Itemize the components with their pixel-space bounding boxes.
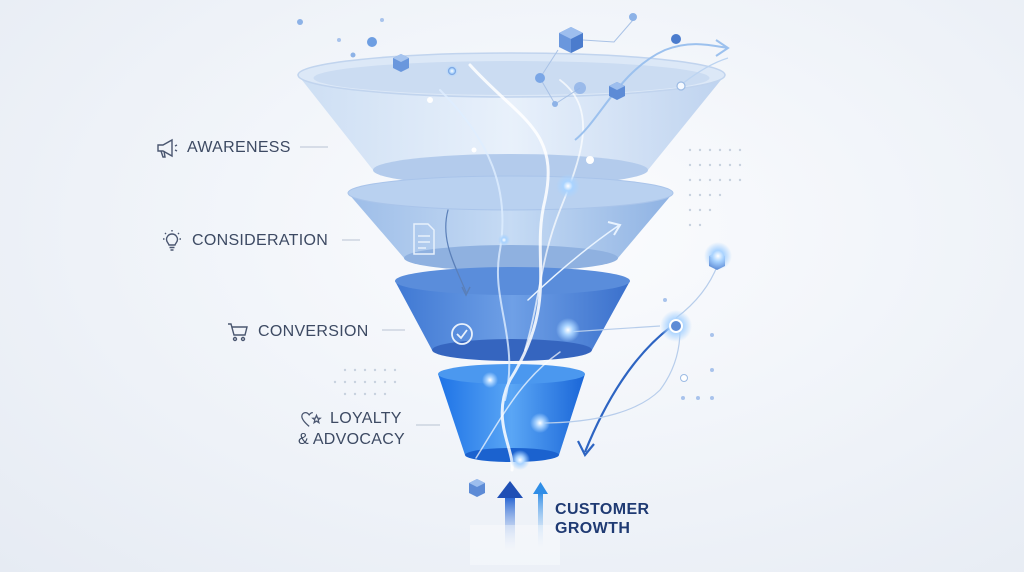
cube-nodes (393, 27, 725, 497)
node-dots (297, 13, 714, 400)
stage-label-text-line2: & ADVOCACY (298, 431, 406, 448)
stage-label-text: CONSIDERATION (192, 232, 329, 249)
stage-label-awareness: AWARENESS (155, 136, 291, 160)
cube-icon (609, 82, 625, 100)
arrowhead-up-right (607, 221, 622, 236)
stage-label-text-line1: LOYALTY (330, 410, 402, 427)
megaphone-icon (157, 138, 178, 158)
growth-line2: GROWTH (555, 520, 631, 537)
arrowhead-down-small (461, 286, 471, 297)
flow-streams (439, 63, 619, 472)
checkmark-icon (451, 323, 473, 345)
funnel-tier-consideration (347, 175, 674, 271)
heart-star-icon (301, 411, 322, 427)
cube-icon (469, 479, 485, 497)
growth-base-glow (470, 525, 560, 565)
stage-label-consideration: CONSIDERATION (160, 229, 328, 253)
customer-growth-label: CUSTOMER GROWTH (555, 500, 649, 538)
stage-label-text: CONVERSION (258, 323, 369, 340)
stage-label-text: AWARENESS (187, 139, 291, 156)
stage-label-loyalty: LOYALTY & ADVOCACY (298, 408, 405, 450)
growth-line1: CUSTOMER (555, 501, 650, 518)
lightbulb-icon (163, 230, 181, 251)
dot-grid-left (333, 368, 397, 396)
leader-lines (300, 146, 440, 426)
stage-label-conversion: CONVERSION (226, 320, 369, 344)
growth-up-arrow-small (533, 482, 548, 547)
cube-icon (393, 54, 409, 72)
upper-curve-arrow (574, 39, 730, 141)
cube-icon (559, 27, 583, 53)
glow-particles (427, 65, 732, 470)
shopping-cart-icon (228, 323, 248, 342)
funnel-tier-awareness (297, 52, 726, 186)
funnel-tier-conversion (395, 267, 630, 361)
growth-up-arrow (497, 481, 523, 550)
document-icon (413, 223, 435, 255)
dot-grid-right (688, 148, 742, 227)
